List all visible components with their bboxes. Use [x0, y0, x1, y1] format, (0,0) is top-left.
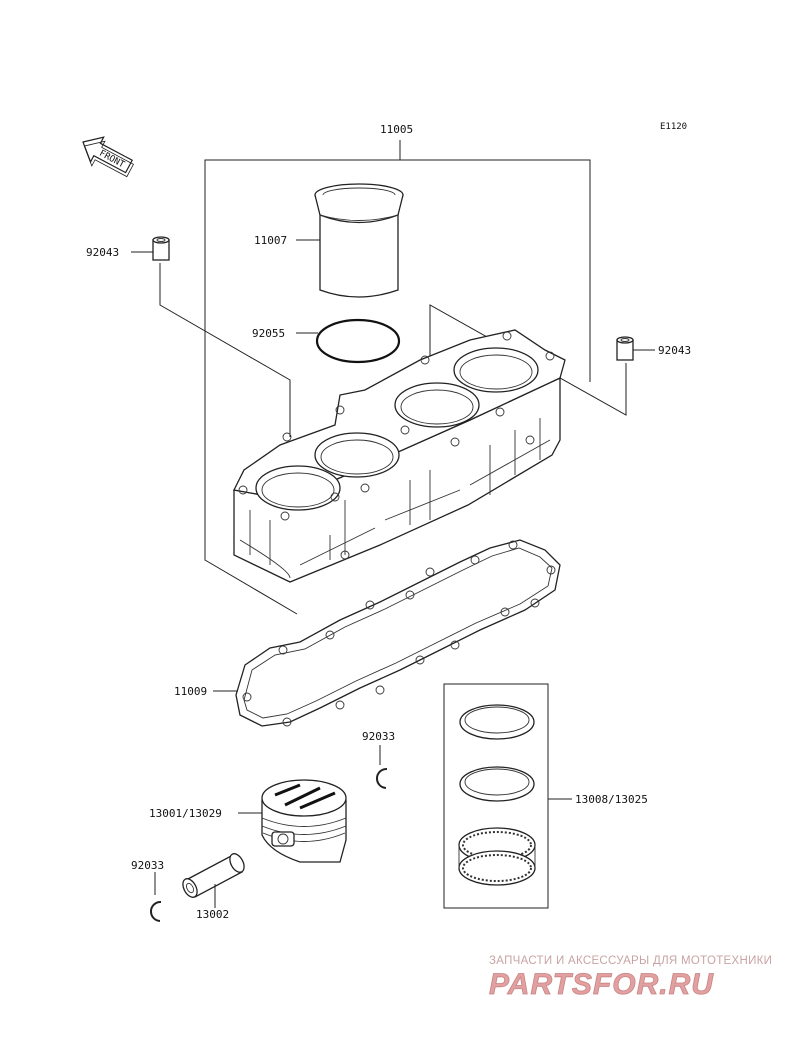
label-circlip-bottom: 92033: [131, 859, 164, 872]
label-circlip-top: 92033: [362, 730, 395, 743]
cylinder-block: [233, 329, 566, 583]
dowel-pin-right: [616, 336, 634, 361]
label-o-ring: 92055: [252, 327, 285, 340]
cylinder-liner: [314, 183, 404, 298]
front-arrow-icon: FRONT: [82, 136, 134, 178]
watermark-brand: PARTSFOR.RU: [489, 968, 714, 1001]
label-rings: 13008/13025: [575, 793, 648, 806]
diagram-code: E1120: [660, 122, 687, 132]
circlip-top: [376, 767, 388, 789]
label-base-gasket: 11009: [174, 685, 207, 698]
dowel-pin-left: [152, 236, 170, 261]
label-liner: 11007: [254, 234, 287, 247]
label-dowel-right: 92043: [658, 344, 691, 357]
piston: [261, 779, 347, 863]
watermark-tagline: ЗАПЧАСТИ И АКСЕССУАРЫ ДЛЯ МОТОТЕХНИКИ: [489, 955, 772, 967]
piston-pin: [182, 853, 245, 898]
label-piston-pin: 13002: [196, 908, 229, 921]
label-cylinder-block: 11005: [380, 123, 413, 136]
label-piston: 13001/13029: [149, 807, 222, 820]
base-gasket: [235, 539, 561, 727]
circlip-bottom: [150, 900, 162, 922]
cylinder-block-bracket: [204, 140, 591, 615]
label-dowel-left: 92043: [86, 246, 119, 259]
piston-rings: [443, 683, 549, 909]
o-ring: [315, 318, 401, 364]
